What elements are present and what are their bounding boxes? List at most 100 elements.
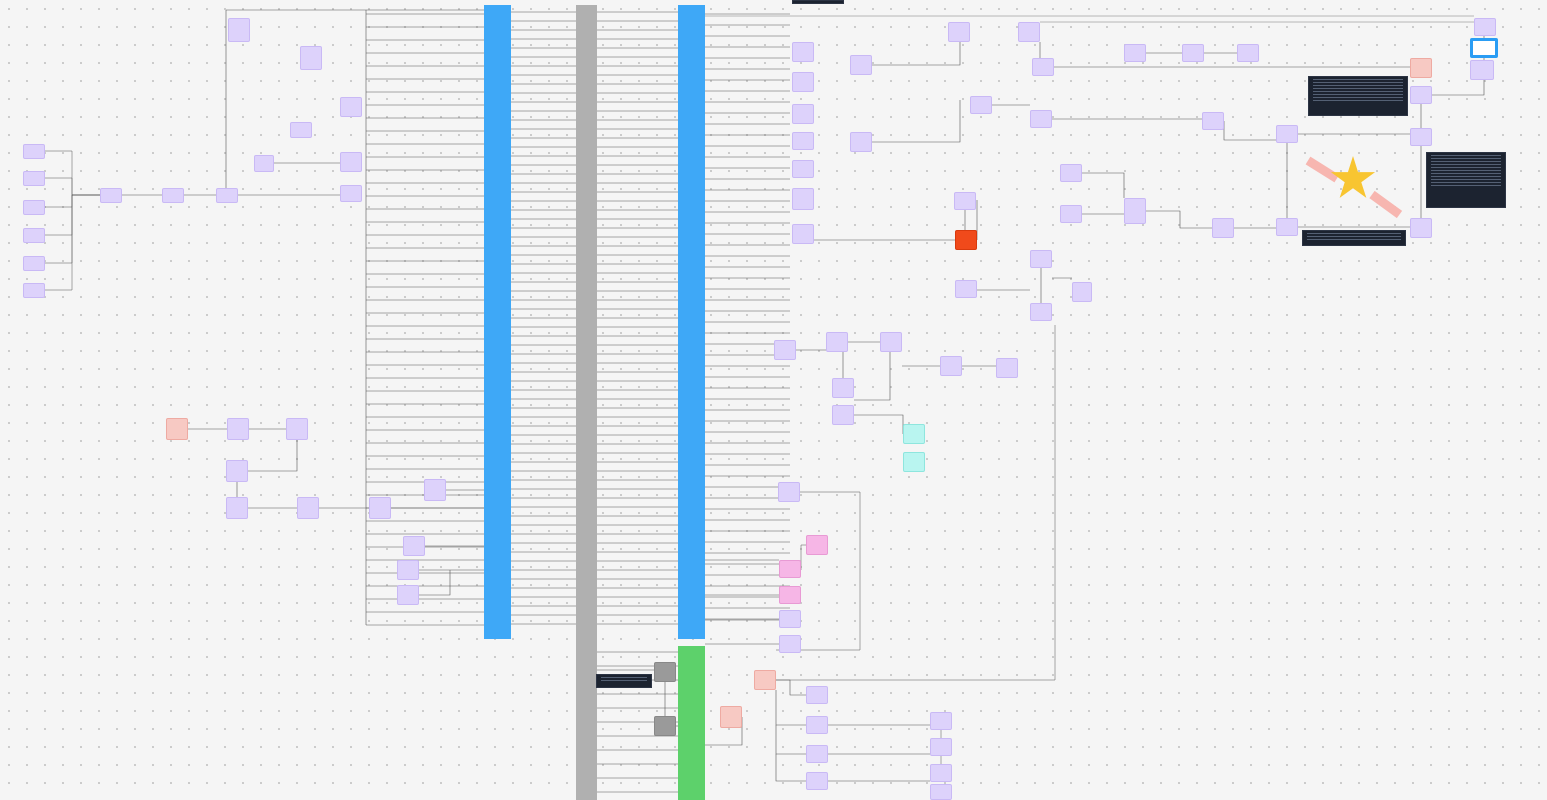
diagram-node[interactable] [948, 22, 970, 42]
diagram-node[interactable] [1018, 22, 1040, 42]
diagram-node[interactable] [403, 536, 425, 556]
diagram-node[interactable] [1060, 205, 1082, 223]
diagram-node[interactable] [228, 18, 250, 42]
diagram-node-cyan[interactable] [903, 424, 925, 444]
diagram-node[interactable] [1410, 86, 1432, 104]
diagram-node[interactable] [1276, 218, 1298, 236]
diagram-node[interactable] [1212, 218, 1234, 238]
diagram-node[interactable] [286, 418, 308, 440]
bus-bar-blue-left[interactable] [484, 5, 511, 639]
diagram-node[interactable] [779, 610, 801, 628]
diagram-node[interactable] [1276, 125, 1298, 143]
diagram-node[interactable] [955, 280, 977, 298]
diagram-node[interactable] [806, 716, 828, 734]
diagram-node-gray[interactable] [654, 716, 676, 736]
diagram-node[interactable] [774, 340, 796, 360]
diagram-node[interactable] [1474, 18, 1496, 36]
diagram-node[interactable] [832, 405, 854, 425]
diagram-node[interactable] [226, 497, 248, 519]
diagram-node[interactable] [880, 332, 902, 352]
diagram-node[interactable] [970, 96, 992, 114]
bus-bar-blue-right[interactable] [678, 5, 705, 639]
diagram-node[interactable] [930, 764, 952, 782]
diagram-node[interactable] [340, 185, 362, 202]
diagram-node[interactable] [930, 712, 952, 730]
diagram-node[interactable] [806, 772, 828, 790]
diagram-node[interactable] [1030, 303, 1052, 321]
diagram-node[interactable] [23, 283, 45, 298]
diagram-node-cyan[interactable] [903, 452, 925, 472]
diagram-node[interactable] [1237, 44, 1259, 62]
diagram-node[interactable] [1032, 58, 1054, 76]
diagram-node[interactable] [826, 332, 848, 352]
diagram-node[interactable] [1060, 164, 1082, 182]
diagram-node[interactable] [792, 188, 814, 210]
diagram-node[interactable] [792, 160, 814, 178]
diagram-node[interactable] [996, 358, 1018, 378]
diagram-node-magenta[interactable] [779, 586, 801, 604]
diagram-node[interactable] [779, 635, 801, 653]
diagram-node-magenta[interactable] [779, 560, 801, 578]
diagram-node[interactable] [930, 784, 952, 800]
diagram-node[interactable] [792, 72, 814, 92]
diagram-node[interactable] [226, 460, 248, 482]
diagram-node-magenta[interactable] [806, 535, 828, 555]
diagram-node[interactable] [23, 256, 45, 271]
diagram-node[interactable] [850, 55, 872, 75]
diagram-node[interactable] [397, 560, 419, 580]
diagram-node[interactable] [1410, 128, 1432, 146]
diagram-node[interactable] [23, 228, 45, 243]
diagram-node-pink[interactable] [1410, 58, 1432, 78]
diagram-node[interactable] [792, 42, 814, 62]
diagram-node[interactable] [397, 585, 419, 605]
diagram-node[interactable] [254, 155, 274, 172]
diagram-node[interactable] [1072, 282, 1092, 302]
diagram-node[interactable] [1030, 110, 1052, 128]
connector-line [776, 679, 806, 696]
diagram-node[interactable] [792, 132, 814, 150]
diagram-node[interactable] [832, 378, 854, 398]
diagram-node[interactable] [23, 144, 45, 159]
diagram-node[interactable] [954, 192, 976, 210]
diagram-node[interactable] [290, 122, 312, 138]
diagram-node[interactable] [23, 171, 45, 186]
diagram-node[interactable] [340, 97, 362, 117]
diagram-node-highlighted[interactable] [1470, 38, 1498, 58]
connector-line [705, 717, 743, 746]
diagram-node-pink[interactable] [754, 670, 776, 690]
diagram-node[interactable] [1124, 44, 1146, 62]
diagram-node-pink[interactable] [166, 418, 188, 440]
diagram-node[interactable] [300, 46, 322, 70]
diagram-node[interactable] [297, 497, 319, 519]
diagram-node[interactable] [850, 132, 872, 152]
connector-line [872, 100, 961, 143]
diagram-node[interactable] [940, 356, 962, 376]
diagram-node[interactable] [930, 738, 952, 756]
diagram-node[interactable] [369, 497, 391, 519]
diagram-node[interactable] [792, 104, 814, 124]
diagram-node[interactable] [1124, 198, 1146, 224]
diagram-node-gray[interactable] [654, 662, 676, 682]
diagram-node[interactable] [424, 479, 446, 501]
diagram-node[interactable] [778, 482, 800, 502]
diagram-node[interactable] [227, 418, 249, 440]
bus-bar-gray-center[interactable] [576, 5, 597, 800]
diagram-node[interactable] [792, 224, 814, 244]
diagram-node[interactable] [216, 188, 238, 203]
diagram-node[interactable] [340, 152, 362, 172]
diagram-node[interactable] [1410, 218, 1432, 238]
diagram-node[interactable] [23, 200, 45, 215]
diagram-node[interactable] [806, 745, 828, 763]
diagram-node[interactable] [1030, 250, 1052, 268]
diagram-node-alert[interactable] [955, 230, 977, 250]
diagram-node[interactable] [1182, 44, 1204, 62]
bus-bar-green[interactable] [678, 646, 705, 800]
diagram-node[interactable] [1470, 60, 1494, 80]
diagram-node-pink[interactable] [720, 706, 742, 728]
terminal-screenshot [596, 674, 652, 688]
diagram-node[interactable] [100, 188, 122, 203]
diagram-node[interactable] [162, 188, 184, 203]
diagram-node[interactable] [806, 686, 828, 704]
diagram-node[interactable] [1202, 112, 1224, 130]
